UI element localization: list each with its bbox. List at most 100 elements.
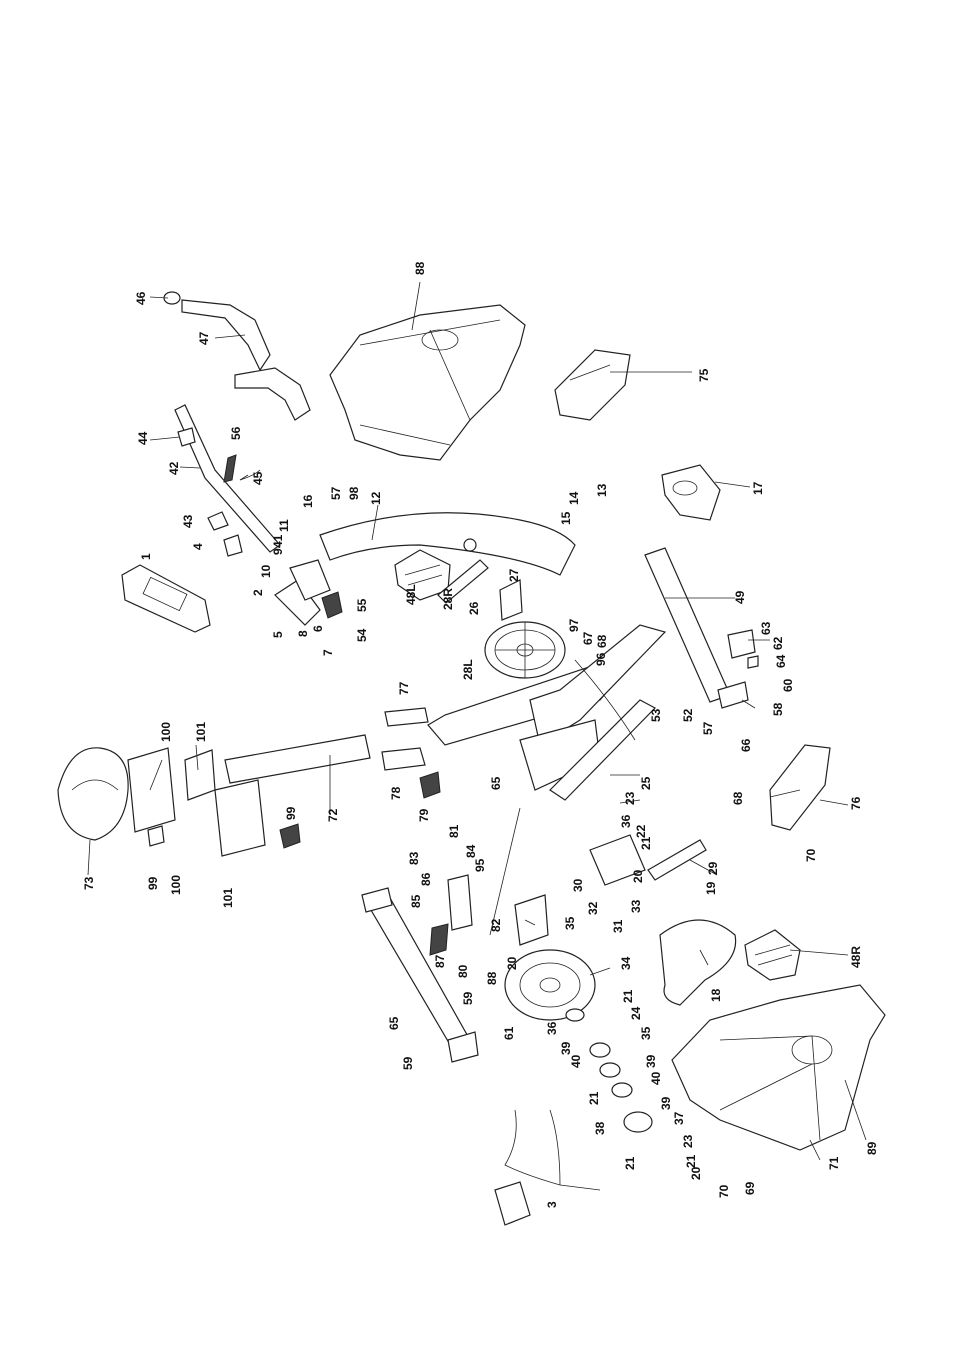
part-88-side-cover xyxy=(671,984,886,1151)
label-41: 41 xyxy=(271,534,285,548)
label-5: 5 xyxy=(271,631,285,638)
label-95: 101 xyxy=(221,888,235,908)
label-58: 59 xyxy=(461,991,475,1005)
part-56-stabilizer xyxy=(644,547,731,703)
label-78: 80 xyxy=(456,964,470,978)
label-22a: 22 xyxy=(634,824,648,838)
part-54-spring xyxy=(223,454,237,483)
part-28L-crank xyxy=(437,559,489,604)
part-93-clip xyxy=(147,825,165,847)
part-outlines xyxy=(57,291,886,1226)
label-20c: 20 xyxy=(689,1166,703,1180)
part-73-cover xyxy=(554,349,631,421)
part-101-cable xyxy=(504,1109,561,1186)
label-79: 81 xyxy=(447,824,461,838)
label-20b: 20 xyxy=(505,956,519,970)
label-33: 34 xyxy=(619,956,633,970)
part-43-clamp xyxy=(207,511,229,531)
part-28R-crank xyxy=(647,839,707,881)
part-72-seat xyxy=(57,747,129,841)
label-71: 72 xyxy=(326,808,340,822)
part-3-adapter xyxy=(494,1181,531,1226)
label-55: 57 xyxy=(329,486,343,500)
part-90-cable xyxy=(574,659,636,741)
label-27: 28L xyxy=(461,659,475,680)
label-98: 99 xyxy=(284,806,298,820)
label-76: 78 xyxy=(389,786,403,800)
part-42-post xyxy=(174,404,281,553)
label-83: 85 xyxy=(409,894,423,908)
label-21b: 21 xyxy=(621,989,635,1003)
label-19: 19 xyxy=(704,881,718,895)
label-90: 96 xyxy=(594,652,608,666)
label-81: 83 xyxy=(407,851,421,865)
label-65: 65 xyxy=(489,776,503,790)
label-40b: 40 xyxy=(649,1071,663,1085)
label-89: 95 xyxy=(473,858,487,872)
label-29: 30 xyxy=(571,878,585,892)
label-68a: 68 xyxy=(731,791,745,805)
part-18-belt xyxy=(659,919,737,1006)
label-28R: 29 xyxy=(706,861,720,875)
label-69: 70 xyxy=(717,1184,731,1198)
part-45-cable xyxy=(239,469,261,481)
label-9: 9 xyxy=(271,548,285,555)
label-91: 97 xyxy=(567,618,581,632)
label-10: 10 xyxy=(259,564,273,578)
label-21c: 21 xyxy=(587,1091,601,1105)
label-72: 73 xyxy=(82,876,96,890)
label-44: 44 xyxy=(136,431,150,445)
label-86: 88 xyxy=(485,971,499,985)
part-87-cover xyxy=(329,304,526,461)
label-80: 82 xyxy=(489,918,503,932)
label-26: 27 xyxy=(507,568,521,582)
label-67: 68 xyxy=(595,634,609,648)
label-18: 18 xyxy=(709,988,723,1002)
label-60: 62 xyxy=(771,636,785,650)
label-8: 8 xyxy=(296,630,310,637)
part-34-shaft xyxy=(514,894,549,946)
label-48R: 48R xyxy=(849,946,863,968)
label-51: 53 xyxy=(649,708,663,722)
label-50: 52 xyxy=(681,708,695,722)
label-1: 1 xyxy=(139,553,153,560)
label-75: 77 xyxy=(397,681,411,695)
label-57a: 58 xyxy=(771,702,785,716)
label-21d: 21 xyxy=(623,1156,637,1170)
part-47-handlebar xyxy=(181,299,271,372)
label-48L: 48L xyxy=(404,584,418,605)
label-59: 60 xyxy=(781,678,795,692)
label-11: 11 xyxy=(277,519,291,532)
label-66: 67 xyxy=(581,631,595,645)
label-93: 99 xyxy=(146,876,160,890)
label-70b: 71 xyxy=(827,1156,841,1170)
label-39c: 39 xyxy=(659,1096,673,1110)
label-63: 65 xyxy=(387,1016,401,1030)
label-92: 98 xyxy=(347,486,361,500)
label-53: 55 xyxy=(355,598,369,612)
part-38-hub xyxy=(623,1111,653,1133)
label-7: 7 xyxy=(321,649,335,656)
label-23b: 24 xyxy=(629,1006,643,1020)
label-38: 38 xyxy=(593,1121,607,1135)
part-44-clip xyxy=(177,427,196,447)
part-62-foot xyxy=(747,655,759,669)
label-13: 13 xyxy=(595,483,609,497)
part-85-spring xyxy=(429,923,449,956)
label-99: 100 xyxy=(159,722,173,742)
label-84: 86 xyxy=(419,872,433,886)
label-22b: 23 xyxy=(681,1134,695,1148)
part-74-cover xyxy=(769,744,831,831)
label-87: 88 xyxy=(413,261,427,275)
label-25: 26 xyxy=(467,601,481,615)
label-39a: 39 xyxy=(559,1041,573,1055)
label-85: 87 xyxy=(433,954,447,968)
label-39b: 39 xyxy=(644,1054,658,1068)
label-40a: 40 xyxy=(569,1054,583,1068)
label-52: 54 xyxy=(355,628,369,642)
label-45: 45 xyxy=(251,471,265,485)
part-100-bracket xyxy=(184,749,216,801)
part-75-slider xyxy=(384,707,429,727)
label-36b: 36 xyxy=(545,1021,559,1035)
